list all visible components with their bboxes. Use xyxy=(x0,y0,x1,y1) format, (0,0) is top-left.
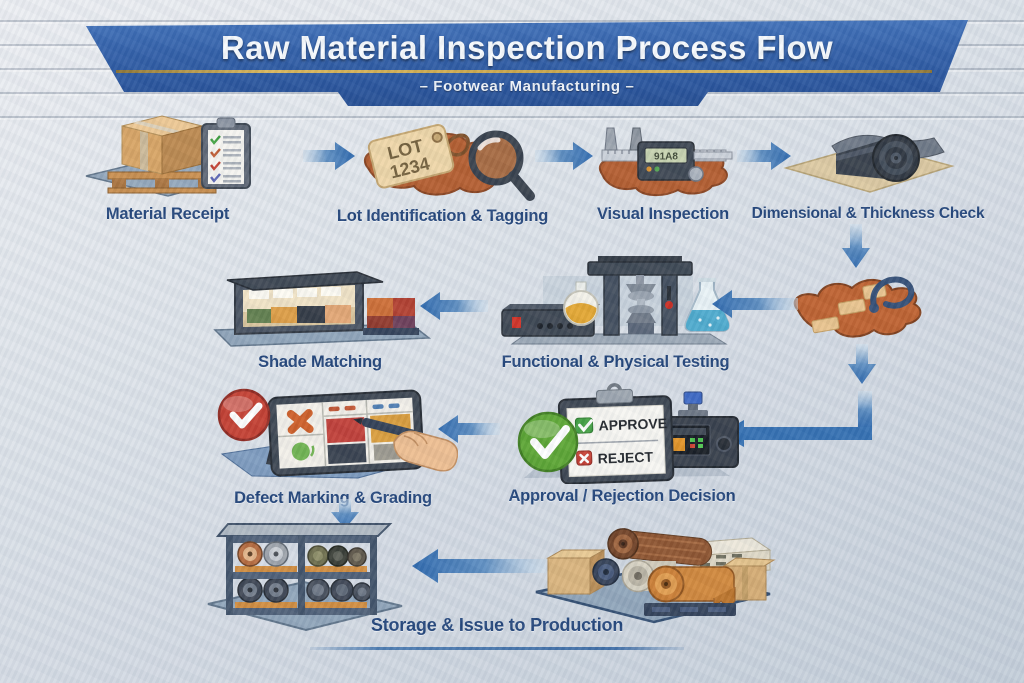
swatch-dark xyxy=(297,306,325,323)
pallet-front-icon xyxy=(644,603,736,616)
lower-rolls-icon xyxy=(237,577,372,603)
digital-caliper-icon: 91A8 xyxy=(599,127,733,196)
arrow-elbow-to-approval-icon xyxy=(718,391,876,449)
node-approval-decision: APPROVE REJECT Approval / Rejection Deci… xyxy=(498,382,746,505)
lot-tag-icon: LOT 1234 xyxy=(367,124,455,189)
grading-tablet-screen-icon xyxy=(267,389,425,477)
node-shade-matching: Shade Matching xyxy=(205,252,435,371)
erlenmeyer-flask-icon xyxy=(684,278,730,332)
node-incoming-rolls xyxy=(528,508,778,626)
caliper-display: 91A8 xyxy=(654,152,678,163)
decision-clipboard-icon: APPROVE REJECT xyxy=(557,383,675,484)
storage-label-underline xyxy=(310,647,684,650)
node-storage-rack xyxy=(202,510,407,634)
pass-dot-icon xyxy=(291,442,310,461)
arrow-lot-to-visual-icon xyxy=(535,139,593,173)
rolled-sheet-icon xyxy=(783,134,955,193)
label-lot-identification: Lot Identification & Tagging xyxy=(336,207,549,225)
swatch-peach xyxy=(325,305,351,323)
swatch-red xyxy=(326,417,366,444)
testing-machine-flasks-icon xyxy=(501,256,730,345)
magnifier-icon xyxy=(468,130,535,201)
page-subtitle: – Footwear Manufacturing – xyxy=(419,78,635,95)
arrow-visual-to-dimensional-icon xyxy=(737,139,791,173)
label-visual-inspection: Visual Inspection xyxy=(597,205,729,223)
node-functional-testing: Functional & Physical Testing xyxy=(488,250,743,371)
swatch-green xyxy=(247,309,271,323)
arrow-rolls-to-storage-icon xyxy=(412,547,546,585)
hand-icon xyxy=(393,430,458,472)
reject-text: REJECT xyxy=(597,449,653,467)
label-material-receipt: Material Receipt xyxy=(105,205,230,223)
leather-sample-hook-icon xyxy=(793,276,922,338)
node-defect-marking: Defect Marking & Grading xyxy=(208,382,458,507)
label-dimensional-check: Dimensional & Thickness Check xyxy=(751,205,985,222)
node-lot-identification: LOT 1234 Lot Identification & Tagging xyxy=(337,112,548,225)
arrow-dimensional-to-sample-icon xyxy=(840,224,872,268)
defect-x-mark-icon xyxy=(286,409,314,434)
swatch-orange xyxy=(271,307,297,323)
page-title: Raw Material Inspection Process Flow xyxy=(220,29,834,66)
node-dimensional-check: Dimensional & Thickness Check xyxy=(752,112,985,222)
node-visual-inspection: 91A8 Visual Inspection xyxy=(588,116,738,223)
green-check-badge-icon xyxy=(517,411,579,473)
arrow-receipt-to-lot-icon xyxy=(303,139,355,173)
light-booth-swatches-icon xyxy=(213,271,432,347)
approve-text: APPROVE xyxy=(598,415,667,433)
arrow-defect-to-storage-icon xyxy=(330,499,360,529)
label-shade-matching: Shade Matching xyxy=(258,353,382,371)
arrow-approval-to-defect-icon xyxy=(438,413,500,445)
label-approval-decision: Approval / Rejection Decision xyxy=(508,487,736,505)
receipt-checklist-icon xyxy=(201,117,251,189)
storage-rack-icon xyxy=(207,523,403,632)
label-storage-issue: Storage & Issue to Production xyxy=(370,615,624,635)
approve-checkbox-icon xyxy=(574,417,594,434)
brown-roll-icon xyxy=(607,528,713,566)
title-banner: Raw Material Inspection Process Flow – F… xyxy=(86,20,968,106)
round-flask-icon xyxy=(563,281,599,326)
material-rolls-boxes-icon xyxy=(535,528,776,624)
upper-rolls-icon xyxy=(237,541,367,567)
label-defect-marking: Defect Marking & Grading xyxy=(234,489,432,507)
navy-roll-icon xyxy=(592,558,620,586)
pallet-box-clipboard-icon xyxy=(85,115,251,197)
swatch-navy xyxy=(327,443,367,465)
orange-roll-icon xyxy=(647,565,736,610)
label-functional-testing: Functional & Physical Testing xyxy=(501,353,730,371)
defect-tablet-icon xyxy=(217,388,458,479)
arrow-sample-to-testing-icon xyxy=(712,288,798,320)
node-leather-sample xyxy=(782,262,927,346)
arrow-testing-to-shade-icon xyxy=(420,290,488,322)
swatch-gray xyxy=(373,443,401,461)
hand-tool-icon xyxy=(870,276,915,309)
gold-divider xyxy=(116,70,932,74)
swatch-box-stack-icon xyxy=(363,298,419,335)
lot-tag-magnifier-icon: LOT 1234 xyxy=(363,124,535,201)
approve-reject-clipboard-icon: APPROVE REJECT xyxy=(517,383,739,484)
node-material-receipt: Material Receipt xyxy=(80,114,255,223)
red-check-badge-icon xyxy=(217,388,271,442)
arrow-sample-down-icon xyxy=(846,344,878,384)
